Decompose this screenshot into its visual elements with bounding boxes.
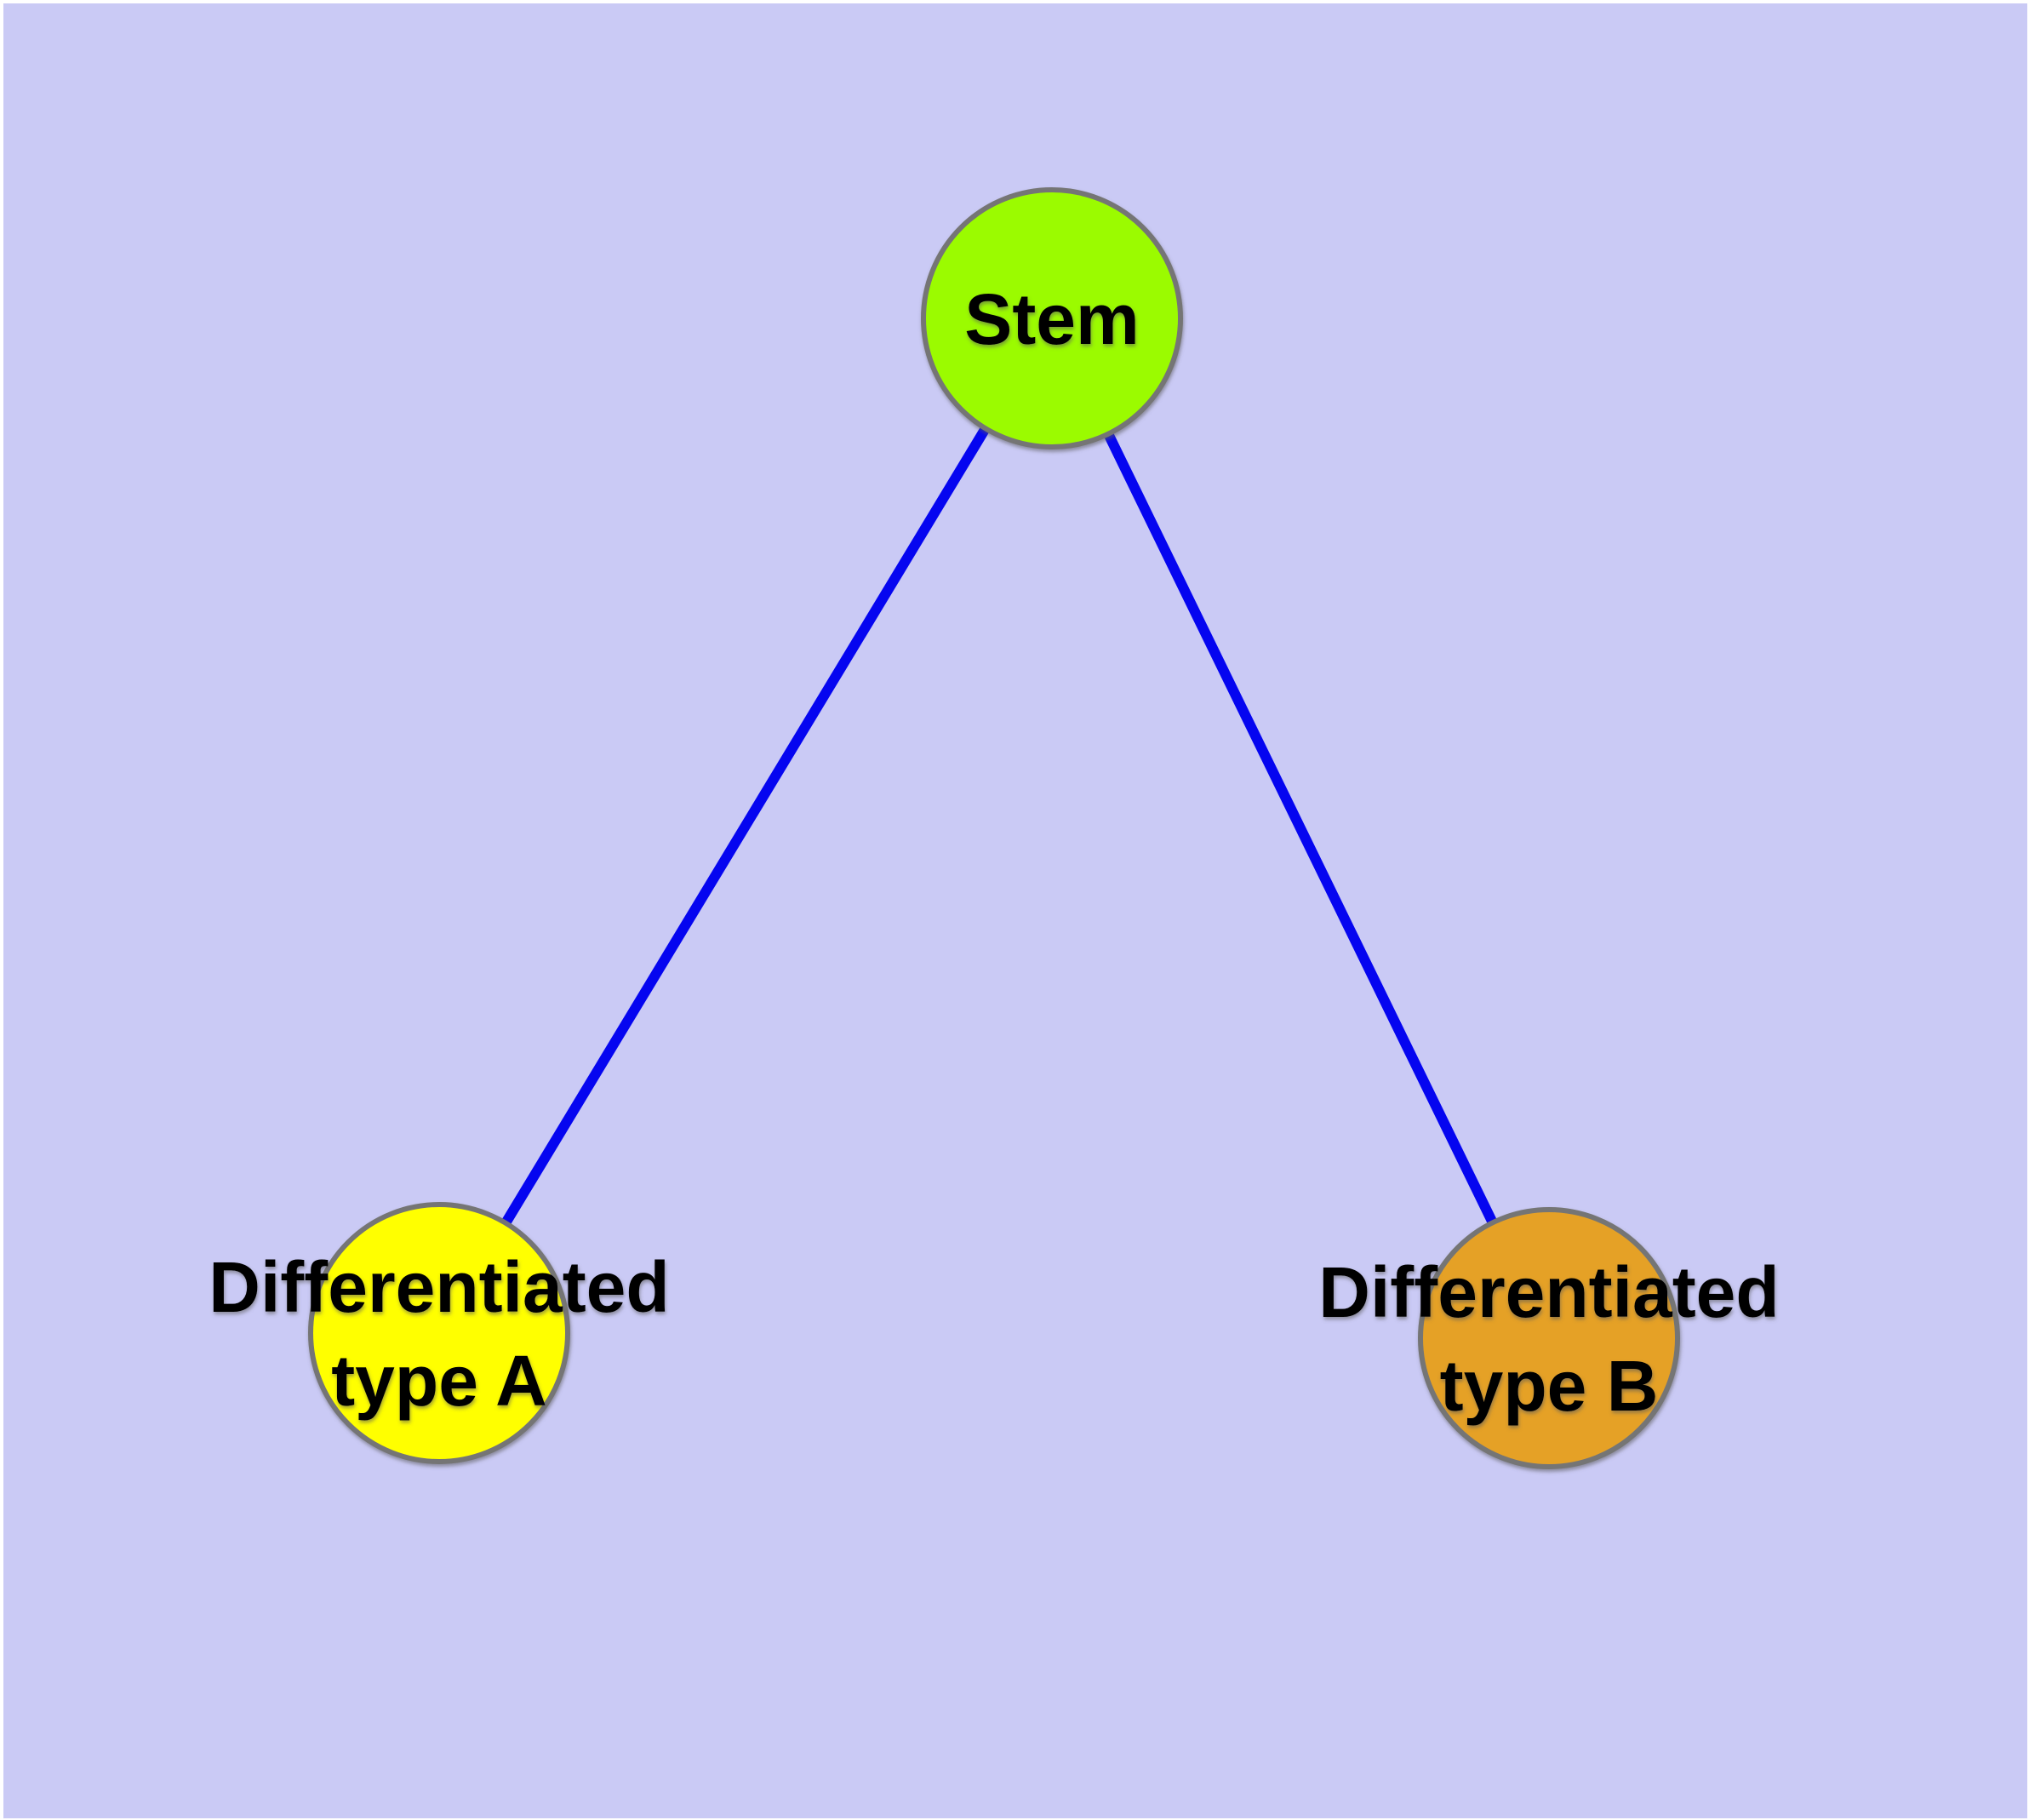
node-type-a-circle <box>308 1202 570 1464</box>
node-stem-circle <box>921 187 1183 449</box>
node-stem-label: Stem <box>964 279 1139 359</box>
node-type-b-label: Differentiated type B <box>1318 1252 1779 1426</box>
node-stem-label-line: Stem <box>964 279 1139 359</box>
node-type-a-label-line: Differentiated <box>209 1247 669 1327</box>
node-type-a-label: Differentiated type A <box>209 1247 669 1421</box>
node-type-b-label-line: Differentiated <box>1318 1252 1779 1332</box>
node-type-b-label-line: type B <box>1440 1346 1659 1426</box>
node-type-a-label-line: type A <box>331 1341 547 1421</box>
node-type-b-circle <box>1418 1207 1680 1469</box>
edge-stem-type-a <box>434 313 1057 1338</box>
edge-stem-type-b <box>1047 313 1554 1343</box>
